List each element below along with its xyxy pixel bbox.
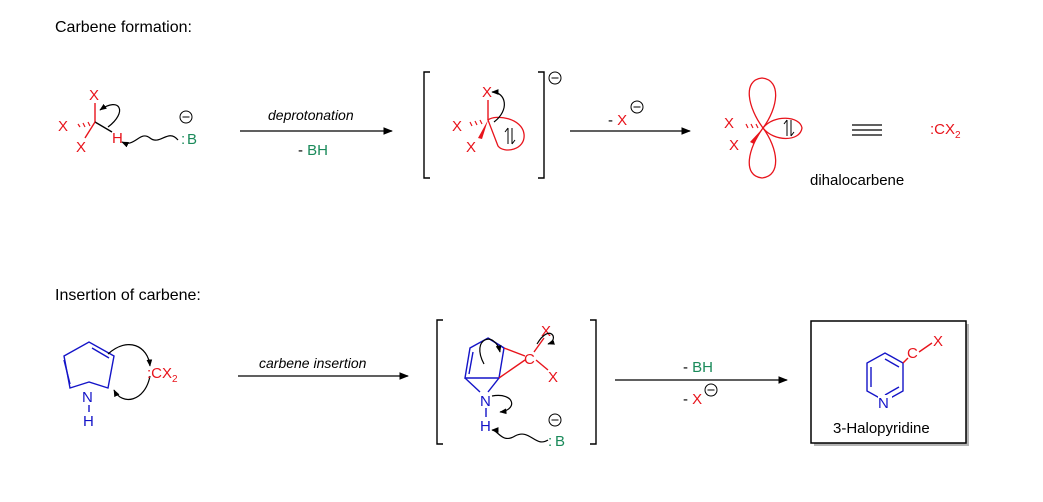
- pyridine-n: N: [878, 395, 889, 412]
- carbanion-intermediate: X X X: [423, 71, 562, 179]
- base-b: B: [187, 131, 197, 148]
- halogen-x-bottom: X: [76, 139, 86, 156]
- carbene-insertion-label: carbene insertion: [259, 355, 367, 371]
- carbene-formation-heading: Carbene formation:: [55, 19, 192, 36]
- carbanion-charge-icon: [548, 71, 562, 85]
- pyrrole-n: N: [82, 389, 93, 406]
- product-box: N C X 3-Halopyridine: [810, 320, 969, 446]
- int-halogen-top: X: [482, 84, 492, 101]
- cyclopropane-intermediate: C X X N H : B: [436, 319, 597, 450]
- intermediate-base-dots: :: [548, 433, 552, 450]
- minus-x-label-2: - X: [683, 391, 702, 408]
- int-halogen-bottom: X: [466, 139, 476, 156]
- product-label: 3-Halopyridine: [833, 420, 930, 437]
- anion-charge-icon: [179, 110, 193, 124]
- deprotonation-label: deprotonation: [268, 107, 354, 123]
- dihalocarbene-orbitals: X X: [724, 77, 803, 179]
- cyclopropyl-x-top: X: [541, 323, 551, 340]
- arrow-deprotonation: deprotonation - BH: [240, 107, 393, 159]
- arrow-halide-loss: - X: [570, 100, 691, 135]
- halide-charge-icon: [630, 100, 644, 114]
- halide-charge-icon-2: [704, 383, 718, 397]
- base: : B: [121, 110, 197, 148]
- base-lone-pair: :: [181, 131, 185, 148]
- hydrogen-h: H: [112, 130, 123, 147]
- carbene-halogen-2: X: [729, 137, 739, 154]
- equivalence-sign: [852, 124, 882, 136]
- halogen-x-left: X: [58, 118, 68, 135]
- dichlorocarbene-formula: :CX2: [930, 121, 961, 141]
- carbene-reagent: :CX2: [147, 365, 178, 385]
- pyridine-x: X: [933, 333, 943, 350]
- pyrrole: N H :CX2: [63, 341, 178, 430]
- minus-x-label: - X: [608, 112, 627, 129]
- pyrrole-h: H: [83, 413, 94, 430]
- intermediate-base-charge-icon: [548, 413, 562, 427]
- arrow-carbene-insertion: carbene insertion: [238, 355, 409, 380]
- haloform-molecule: X X X H: [58, 87, 123, 156]
- arrow-elimination: - BH - X: [615, 359, 788, 408]
- halogen-x-top: X: [89, 87, 99, 104]
- minus-bh-label-2: - BH: [683, 359, 713, 376]
- intermediate-n: N: [480, 393, 491, 410]
- intermediate-h: H: [480, 418, 491, 435]
- cyclopropyl-c: C: [524, 351, 535, 368]
- pyridine-c: C: [907, 345, 918, 362]
- int-halogen-left: X: [452, 118, 462, 135]
- lone-pair-orbital: [487, 116, 525, 151]
- insertion-heading: Insertion of carbene:: [55, 287, 201, 304]
- cyclopropyl-x-bottom: X: [548, 369, 558, 386]
- dihalocarbene-label: dihalocarbene: [810, 172, 904, 189]
- minus-bh-label-1: - BH: [298, 142, 328, 159]
- intermediate-base-b: B: [555, 433, 565, 450]
- carbene-halogen-1: X: [724, 115, 734, 132]
